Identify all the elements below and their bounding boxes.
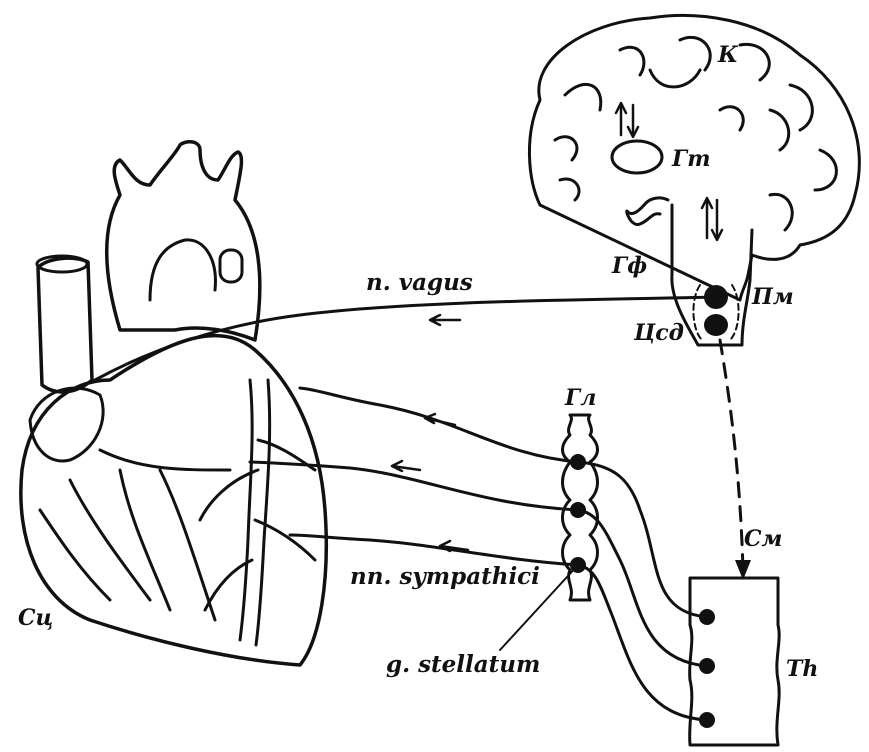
- label-sympathetic-nerves: nn. sympathici: [350, 563, 540, 590]
- hypothalamus-shape: [612, 141, 662, 173]
- sympathetic-fiber-1: [300, 388, 578, 462]
- pulmonary-opening: [220, 250, 242, 282]
- aortic-arch-inner: [150, 240, 215, 300]
- label-ganglia-chain: Гл: [564, 385, 596, 411]
- pituitary-shape: [627, 198, 668, 225]
- label-thoracic: Th: [786, 656, 818, 682]
- vasomotor-nucleus-lower: [704, 314, 728, 336]
- brain: [529, 15, 859, 345]
- label-cardiac-center: Сц: [18, 605, 53, 631]
- label-vasomotor-center: Цсд: [633, 320, 684, 346]
- sympathetic-arrow-2: [392, 461, 420, 471]
- brain-gyri: [555, 37, 836, 230]
- label-hypothalamus: Гт: [671, 146, 710, 172]
- preganglionic-fiber-3: [578, 565, 707, 720]
- preganglionic-fiber-2: [578, 510, 707, 666]
- descending-pathway: [720, 340, 743, 570]
- label-spinal-cord: См: [744, 526, 782, 552]
- heart: [21, 142, 326, 665]
- label-pituitary: Гф: [611, 253, 647, 279]
- label-cortex: К: [717, 42, 739, 68]
- label-vagus: n. vagus: [366, 269, 473, 296]
- coronary-vessels: [40, 380, 315, 645]
- vagus-arrow: [430, 315, 460, 325]
- label-medulla: Пм: [751, 284, 794, 310]
- sympathetic-fiber-3: [290, 535, 578, 565]
- vena-cava: [38, 258, 92, 392]
- label-stellate-ganglion: g. stellatum: [386, 651, 540, 678]
- sympathetic-arrow-1: [425, 414, 455, 425]
- left-atrium: [30, 388, 103, 461]
